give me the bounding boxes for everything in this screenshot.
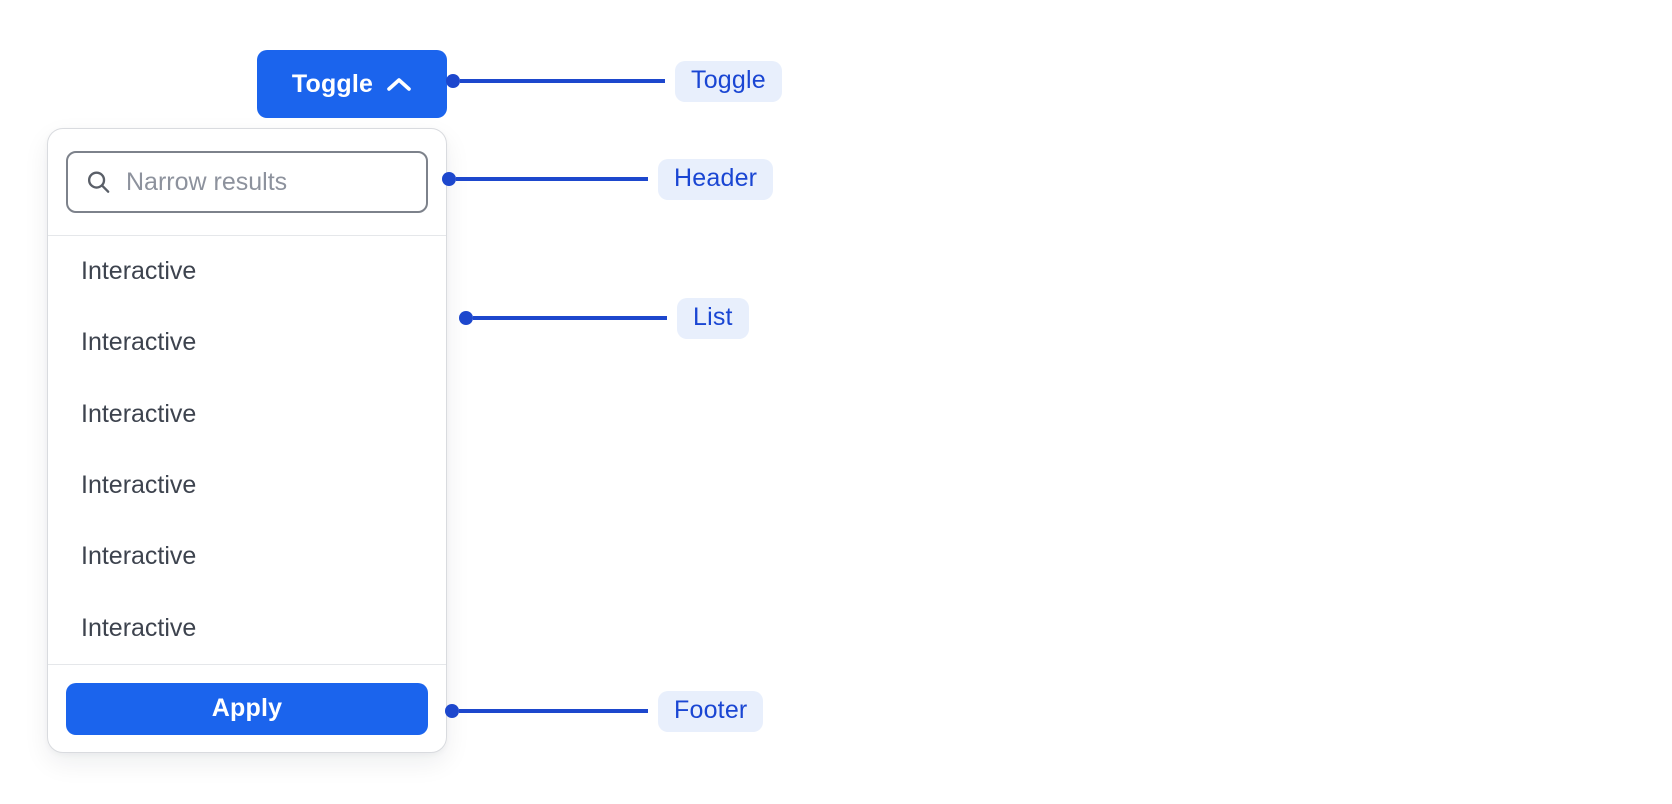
toggle-button[interactable]: Toggle	[257, 50, 447, 118]
dropdown-header	[48, 129, 446, 236]
callout-label-toggle: Toggle	[675, 60, 782, 102]
chevron-up-icon	[386, 77, 412, 92]
callout-footer: Footer	[445, 690, 764, 732]
list-item[interactable]: Interactive	[81, 328, 197, 357]
callout-label-header: Header	[658, 158, 774, 200]
callout-line	[456, 177, 648, 181]
list-item[interactable]: Interactive	[81, 471, 197, 500]
dropdown-panel: InteractiveInteractiveInteractiveInterac…	[47, 128, 447, 753]
callout-list: List	[459, 297, 749, 339]
callout-dot-icon	[445, 704, 459, 718]
apply-button[interactable]: Apply	[66, 682, 428, 735]
search-field-wrapper	[66, 151, 428, 213]
callout-header: Header	[442, 158, 774, 200]
toggle-button-label: Toggle	[291, 69, 374, 98]
callout-toggle: Toggle	[446, 60, 782, 102]
list-item[interactable]: Interactive	[81, 399, 197, 428]
list-item[interactable]: Interactive	[81, 257, 197, 286]
search-input[interactable]	[66, 151, 428, 213]
list-item[interactable]: Interactive	[81, 542, 197, 571]
callout-line	[460, 79, 665, 83]
callout-dot-icon	[442, 172, 456, 186]
callout-label-list: List	[677, 297, 749, 339]
callout-line	[473, 316, 667, 320]
dropdown-footer: Apply	[48, 665, 446, 752]
callout-dot-icon	[446, 74, 460, 88]
callout-label-footer: Footer	[658, 690, 764, 732]
callout-line	[459, 709, 648, 713]
list-item[interactable]: Interactive	[81, 613, 197, 642]
callout-dot-icon	[459, 311, 473, 325]
